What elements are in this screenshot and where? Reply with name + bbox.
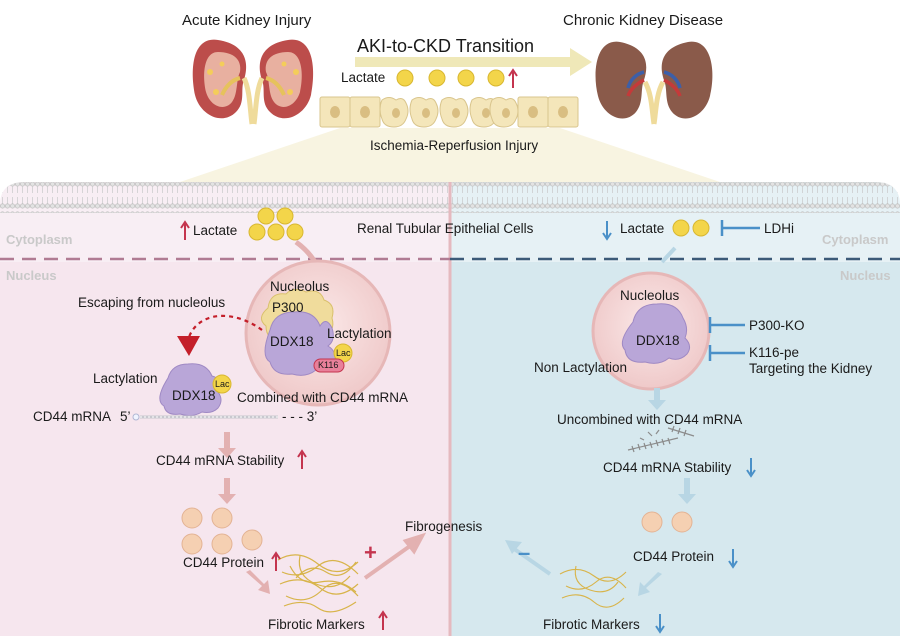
mrna-label: CD44 mRNA	[33, 409, 112, 424]
p300ko-inhibitor-line	[708, 317, 745, 333]
right-fibrotic-fibers	[559, 565, 627, 608]
ckd-title: Chronic Kidney Disease	[563, 12, 724, 29]
right-protein-label: CD44 Protein	[633, 549, 715, 564]
fibrogenesis-label: Fibrogenesis	[405, 519, 483, 534]
uncombined-label: Uncombined with CD44 mRNA	[557, 412, 743, 427]
left-to-fibrogenesis-arrow	[363, 532, 427, 580]
left-ddx18-outer-label: DDX18	[172, 388, 216, 403]
aki-ckd-arrow	[355, 48, 592, 76]
tubule-epithelium	[319, 96, 579, 128]
left-fibrotic-label: Fibrotic Markers	[268, 617, 365, 632]
left-ddx18-inner-label: DDX18	[270, 334, 314, 349]
ckd-kidney-icon	[595, 41, 713, 125]
lac-badge-outer-label: Lac	[215, 379, 230, 389]
right-lactate-label: Lactate	[620, 221, 665, 236]
right-to-fibrogenesis-arrow	[508, 544, 552, 576]
right-lactate-down-arrow	[602, 221, 612, 241]
p300-label: P300	[272, 300, 304, 315]
left-stability-label: CD44 mRNA Stability	[156, 453, 285, 468]
left-fibrotic-fibers	[277, 554, 359, 613]
k116pe-inhibitor-line	[708, 345, 745, 361]
p300ko-label: P300-KO	[749, 318, 805, 333]
k116-badge	[313, 358, 345, 373]
plus-sign: +	[364, 540, 377, 565]
left-nucleus-label: Nucleus	[6, 268, 57, 283]
left-protein-label: CD44 Protein	[183, 555, 265, 570]
transition-label: AKI-to-CKD Transition	[357, 36, 535, 56]
aki-title: Acute Kidney Injury	[182, 12, 312, 29]
right-stability-label: CD44 mRNA Stability	[603, 460, 732, 475]
combined-label: Combined with CD44 mRNA	[237, 390, 409, 405]
right-lactate-to-nucleolus	[660, 246, 677, 264]
left-lactylation-inner-label: Lactylation	[327, 326, 392, 341]
injury-label: Ischemia-Reperfusion Injury	[370, 138, 539, 153]
right-ddx18	[621, 303, 691, 364]
tubule-nuclei	[330, 106, 568, 118]
left-up-arrows	[271, 449, 388, 630]
left-lactylation-outer-label: Lactylation	[93, 371, 158, 386]
right-ddx18-label: DDX18	[636, 333, 680, 348]
left-cd44-protein-blobs	[181, 507, 263, 555]
header-lactate-label: Lactate	[341, 70, 386, 85]
right-cd44-protein-blobs	[641, 511, 693, 533]
lac-badge-outer	[212, 374, 232, 394]
ldhi-label: LDHi	[764, 221, 795, 236]
k116-label: K116	[318, 360, 339, 370]
escaping-arrow	[186, 314, 263, 341]
three-prime-label: - - - 3’	[282, 409, 318, 424]
ldhi-inhibitor-line	[720, 220, 760, 236]
right-nucleolus-label: Nucleolus	[620, 288, 680, 303]
left-ddx18-outer	[159, 363, 222, 417]
five-prime-label: 5’	[120, 409, 131, 424]
left-cytoplasm-label: Cytoplasm	[6, 232, 73, 247]
cell-type-label: Renal Tubular Epithelial Cells	[357, 221, 534, 236]
degraded-mrna-fragments	[627, 425, 695, 453]
cd44-mrna-strand	[132, 413, 278, 421]
left-lactate-balls	[248, 207, 304, 241]
left-lactate-up-arrow	[180, 220, 190, 240]
zoom-cone	[180, 128, 720, 182]
left-lactate-label: Lactate	[193, 223, 238, 238]
left-flow-arrows	[218, 432, 270, 594]
right-fibrotic-label: Fibrotic Markers	[543, 617, 640, 632]
non-lactylation-label: Non Lactylation	[534, 360, 628, 375]
right-nucleus-label: Nucleus	[840, 268, 891, 283]
targeting-label: Targeting the Kidney	[749, 361, 873, 376]
k116pe-label: K116-pe	[749, 345, 800, 360]
right-lactate-balls	[672, 219, 710, 237]
left-nucleolus-label: Nucleolus	[270, 279, 330, 294]
header-lactate-balls	[396, 69, 505, 87]
right-down-arrows	[655, 458, 756, 634]
aki-kidney-icon	[192, 39, 314, 125]
escaping-label: Escaping from nucleolus	[78, 295, 226, 310]
right-flow-arrows	[638, 388, 696, 596]
right-cytoplasm-label: Cytoplasm	[822, 232, 889, 247]
lac-badge-inner-label: Lac	[336, 348, 351, 358]
minus-sign: –	[518, 540, 531, 565]
header-lactate-up-arrow	[508, 68, 518, 88]
